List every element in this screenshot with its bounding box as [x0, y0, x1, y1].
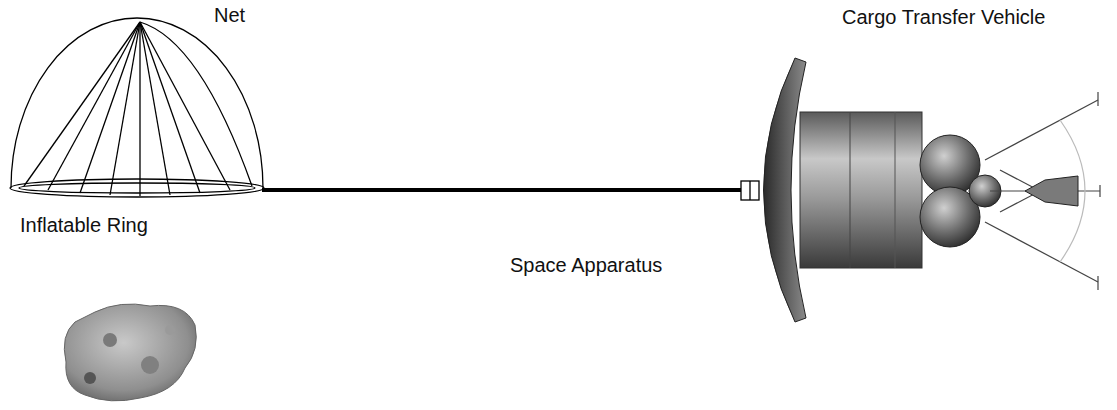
ring-label: Inflatable Ring	[20, 214, 148, 237]
net-line	[80, 22, 140, 193]
net-line	[140, 22, 170, 195]
strut	[985, 100, 1098, 160]
net-line	[140, 22, 200, 193]
vehicle-label: Cargo Transfer Vehicle	[842, 6, 1045, 29]
antenna-tip	[1099, 185, 1100, 197]
asteroid-body	[64, 304, 196, 401]
antenna-tip	[1097, 92, 1098, 106]
crater	[165, 325, 175, 335]
inflatable-ring	[10, 179, 264, 197]
net-line	[24, 22, 140, 186]
body-seam	[850, 112, 851, 268]
struts	[985, 92, 1100, 290]
strut	[985, 222, 1098, 282]
net-line	[110, 22, 140, 195]
asteroid	[64, 304, 196, 401]
net-dome	[11, 18, 263, 196]
apparatus-box	[741, 181, 759, 200]
body-seam	[895, 112, 896, 268]
apparatus-divider	[749, 181, 750, 200]
space-apparatus	[741, 181, 759, 200]
net-outline	[11, 18, 263, 188]
crater	[103, 333, 117, 347]
tether	[262, 188, 745, 192]
net-line	[48, 22, 140, 190]
ring-outer	[10, 179, 264, 197]
ring-inner	[19, 183, 255, 193]
crater	[84, 372, 96, 384]
net-line	[140, 22, 252, 186]
net-label: Net	[214, 4, 245, 27]
antenna-tip	[1097, 276, 1098, 290]
apparatus-label: Space Apparatus	[510, 254, 662, 277]
engine-nozzle	[1025, 176, 1078, 206]
net-line	[140, 22, 230, 190]
net-line	[139, 22, 140, 196]
crater	[141, 356, 159, 374]
cylinder-body	[800, 112, 922, 268]
cargo-transfer-vehicle	[764, 58, 1101, 322]
